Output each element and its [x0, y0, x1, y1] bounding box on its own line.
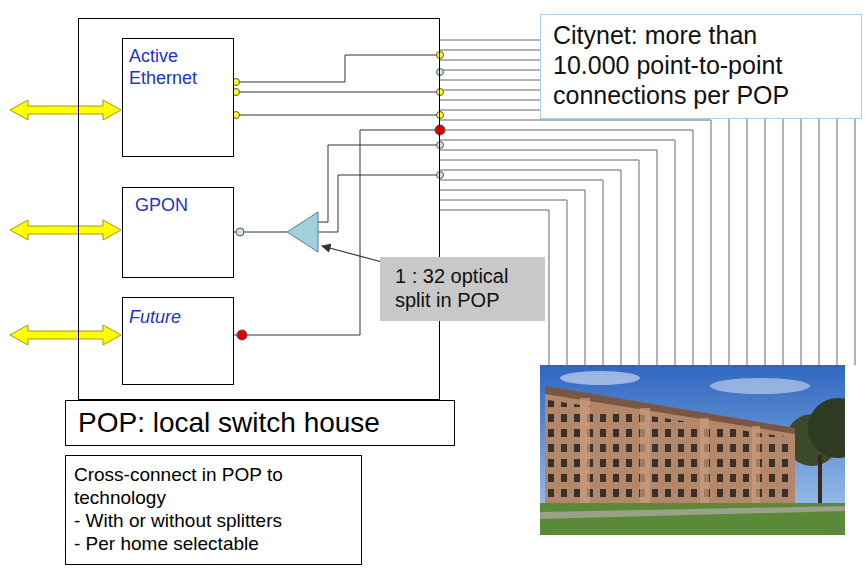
note-text: 1 : 32 optical split in POP	[395, 264, 527, 312]
callout-box: Citynet: more than 10.000 point-to-point…	[540, 14, 862, 119]
leader-arrow	[322, 246, 382, 262]
uplink-arrow	[10, 100, 121, 120]
port-dot	[437, 142, 444, 149]
technology-name: Future	[129, 306, 227, 328]
note-text: Cross-connect in POP to technology	[74, 463, 353, 509]
photo-grass	[540, 503, 845, 535]
optical-splitter	[287, 212, 318, 252]
callout-text: Citynet: more than 10.000 point-to-point…	[553, 20, 815, 110]
photo-tree	[808, 398, 845, 458]
port-dot	[435, 125, 445, 135]
pop-label: POP: local switch house	[65, 400, 455, 446]
port-dot	[437, 89, 444, 96]
photo-sky	[540, 365, 845, 535]
photo-bay	[752, 426, 760, 505]
patch-wire	[318, 175, 437, 232]
building-photo	[540, 365, 845, 535]
technology-box: GPON	[122, 187, 234, 278]
port-dot	[236, 228, 244, 236]
pop-housing: POP: local switch houseActive EthernetGP…	[78, 18, 440, 400]
note-text: - Per home selectable	[74, 532, 353, 555]
technology-name: GPON	[135, 194, 221, 216]
technology-box: Active Ethernet	[122, 38, 234, 157]
port-dot	[237, 330, 247, 340]
port-dot	[437, 69, 444, 76]
note-box: 1 : 32 optical split in POP	[380, 257, 545, 321]
photo-bay	[580, 398, 590, 505]
photo-bay	[640, 408, 650, 505]
uplink-arrow	[10, 325, 121, 345]
photo-path	[540, 506, 845, 519]
patch-wire	[318, 145, 437, 222]
note-text: - With or without splitters	[74, 509, 353, 532]
port-dot	[437, 52, 444, 59]
photo-tree	[818, 455, 822, 505]
patch-wire	[236, 92, 437, 93]
photo-bay	[700, 418, 709, 505]
patch-wire	[236, 115, 437, 116]
port-dot	[437, 112, 444, 119]
technology-name: Active Ethernet	[129, 45, 227, 89]
photo-cloud	[560, 371, 640, 385]
port-dot	[437, 172, 444, 179]
note-box: Cross-connect in POP to technology- With…	[65, 455, 362, 565]
photo-cloud	[710, 378, 810, 394]
technology-box: Future	[122, 297, 234, 385]
uplink-arrow	[10, 220, 121, 240]
patch-wire	[236, 55, 437, 82]
